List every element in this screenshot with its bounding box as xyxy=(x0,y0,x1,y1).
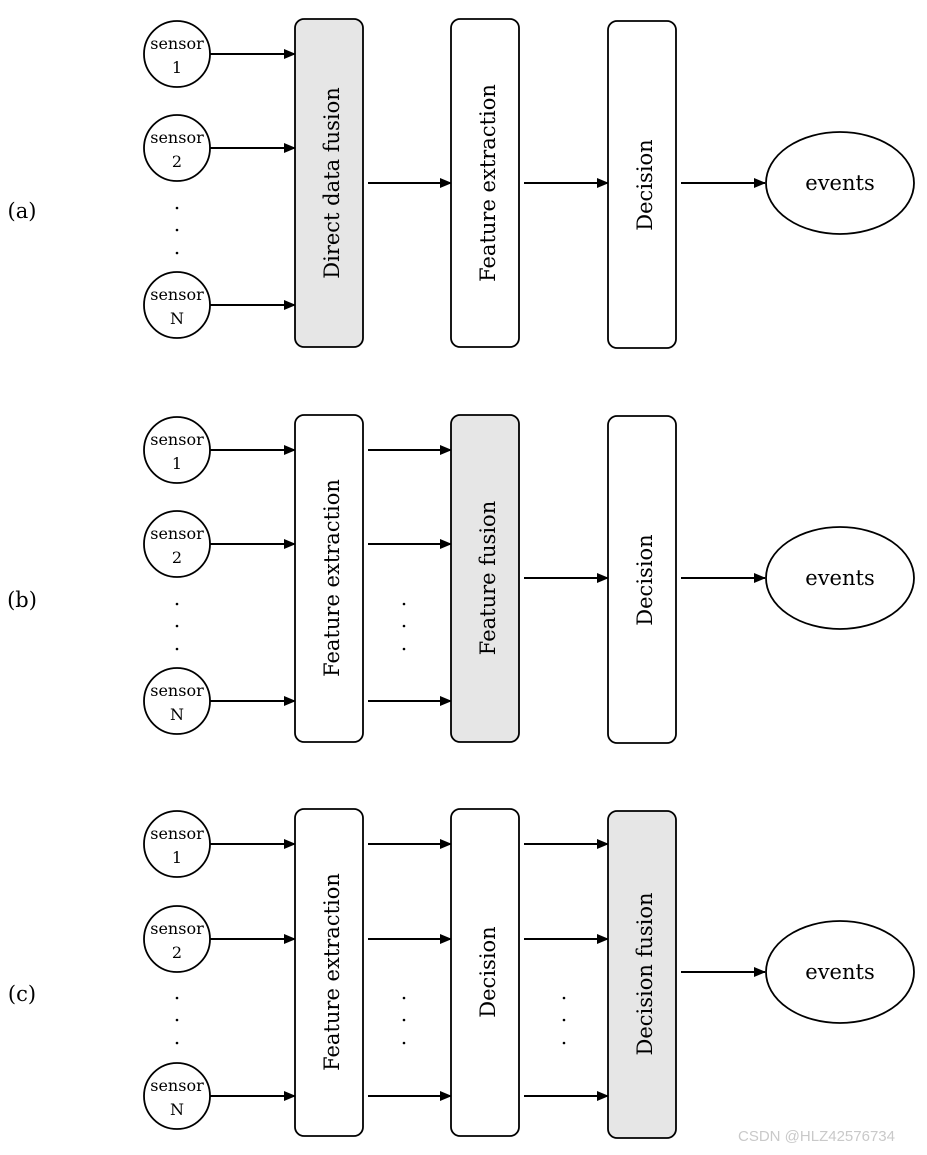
sensor-node: sensor N xyxy=(143,1062,211,1130)
sensor-node: sensor 1 xyxy=(143,416,211,484)
ellipsis-dots xyxy=(402,996,406,1045)
output-node: events xyxy=(765,526,915,630)
sensor-node: sensor 1 xyxy=(143,20,211,88)
sensor-index: N xyxy=(170,309,184,328)
output-label: events xyxy=(805,171,874,195)
sensor-index: 2 xyxy=(172,548,182,567)
panel-label: (c) xyxy=(8,982,36,1006)
ellipsis-dots xyxy=(175,602,179,651)
sensor-node: sensor N xyxy=(143,667,211,735)
stage-label: Feature fusion xyxy=(476,501,500,655)
sensor-label: sensor xyxy=(150,919,204,938)
watermark-text: CSDN @HLZ42576734 xyxy=(738,1128,895,1145)
sensor-node: sensor 1 xyxy=(143,810,211,878)
panel-b: (b) sensor 1 sensor 2 sensor N Feature e… xyxy=(7,414,915,744)
sensor-label: sensor xyxy=(150,524,204,543)
sensor-node: sensor 2 xyxy=(143,510,211,578)
stage-box: Feature extraction xyxy=(450,18,520,348)
stage-label: Decision xyxy=(633,534,657,625)
ellipsis-dots xyxy=(175,206,179,255)
stage-box: Decision xyxy=(450,808,520,1137)
stage-box: Decision xyxy=(607,20,677,349)
ellipsis-dots xyxy=(562,996,566,1045)
sensor-index: 1 xyxy=(172,848,182,867)
sensor-node: sensor 2 xyxy=(143,905,211,973)
sensor-index: 2 xyxy=(172,943,182,962)
sensor-index: N xyxy=(170,705,184,724)
stage-label: Feature extraction xyxy=(320,479,344,677)
stage-label: Feature extraction xyxy=(320,873,344,1071)
stage-box-fusion: Decision fusion xyxy=(607,810,677,1139)
stage-box: Decision xyxy=(607,415,677,744)
ellipsis-dots xyxy=(175,996,179,1045)
stage-box: Feature extraction xyxy=(294,808,364,1137)
sensor-label: sensor xyxy=(150,824,204,843)
output-node: events xyxy=(765,920,915,1024)
output-label: events xyxy=(805,566,874,590)
ellipsis-dots xyxy=(402,602,406,651)
stage-box: Feature extraction xyxy=(294,414,364,743)
panel-c: (c) sensor 1 sensor 2 sensor N Feature e… xyxy=(8,808,915,1139)
stage-label: Feature extraction xyxy=(476,84,500,282)
stage-label: Decision xyxy=(633,139,657,230)
stage-label: Direct data fusion xyxy=(320,87,344,278)
sensor-node: sensor N xyxy=(143,271,211,339)
sensor-index: 2 xyxy=(172,152,182,171)
sensor-index: 1 xyxy=(172,58,182,77)
sensor-label: sensor xyxy=(150,34,204,53)
stage-box-fusion: Direct data fusion xyxy=(294,18,364,348)
stage-label: Decision xyxy=(476,926,500,1017)
sensor-label: sensor xyxy=(150,430,204,449)
sensor-label: sensor xyxy=(150,128,204,147)
stage-label: Decision fusion xyxy=(633,892,657,1055)
output-node: events xyxy=(765,131,915,235)
sensor-index: N xyxy=(170,1100,184,1119)
panel-label: (a) xyxy=(8,199,37,223)
sensor-label: sensor xyxy=(150,1076,204,1095)
stage-box-fusion: Feature fusion xyxy=(450,414,520,743)
sensor-label: sensor xyxy=(150,285,204,304)
sensor-label: sensor xyxy=(150,681,204,700)
sensor-index: 1 xyxy=(172,454,182,473)
panel-a: (a) sensor 1 sensor 2 sensor N Direct da… xyxy=(8,18,915,349)
output-label: events xyxy=(805,960,874,984)
panel-label: (b) xyxy=(7,588,37,612)
sensor-node: sensor 2 xyxy=(143,114,211,182)
